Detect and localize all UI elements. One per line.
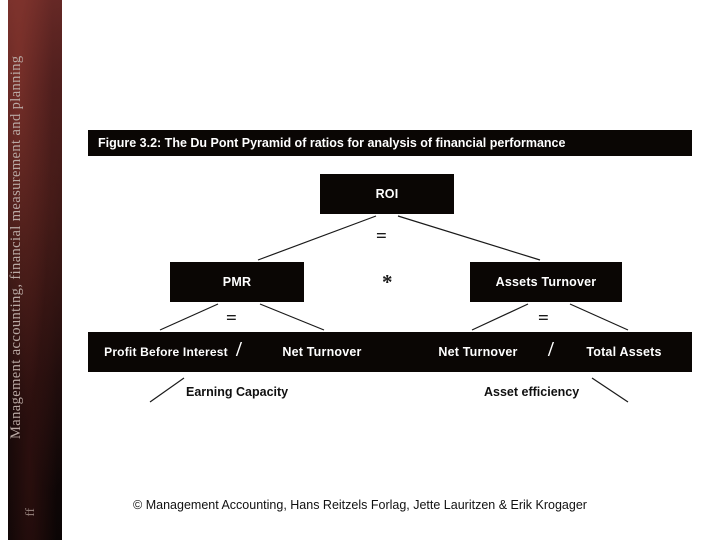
node-net-turnover-right: Net Turnover: [400, 332, 556, 372]
node-net-turnover-left: Net Turnover: [244, 332, 400, 372]
label-asset-efficiency: Asset efficiency: [484, 385, 580, 399]
node-roi: ROI: [320, 174, 454, 214]
sidebar-texture: [8, 0, 62, 540]
sidebar-title-text: Management accounting, financial measure…: [8, 55, 24, 439]
sidebar-banner: Management accounting, financial measure…: [8, 0, 62, 540]
operator-equals-right: =: [538, 308, 549, 329]
copyright-footer: © Management Accounting, Hans Reitzels F…: [133, 498, 587, 512]
operator-multiply: *: [382, 270, 393, 294]
operator-divide-left: /: [236, 337, 242, 361]
connector-lines: [149, 215, 629, 403]
label-earning-capacity: Earning Capacity: [186, 385, 289, 399]
operator-divide-right: /: [548, 337, 554, 361]
node-pmr: PMR: [170, 262, 304, 302]
figure-caption: Figure 3.2: The Du Pont Pyramid of ratio…: [88, 130, 692, 156]
node-assets-turnover: Assets Turnover: [470, 262, 622, 302]
node-total-assets: Total Assets: [556, 332, 692, 372]
dupont-pyramid-figure: Figure 3.2: The Du Pont Pyramid of ratio…: [88, 130, 692, 410]
operator-equals-left: =: [226, 308, 237, 329]
sidebar-title: Management accounting, financial measure…: [8, 0, 62, 470]
node-profit-before-interest: Profit Before Interest: [88, 332, 244, 372]
operator-equals-top: =: [376, 226, 387, 247]
